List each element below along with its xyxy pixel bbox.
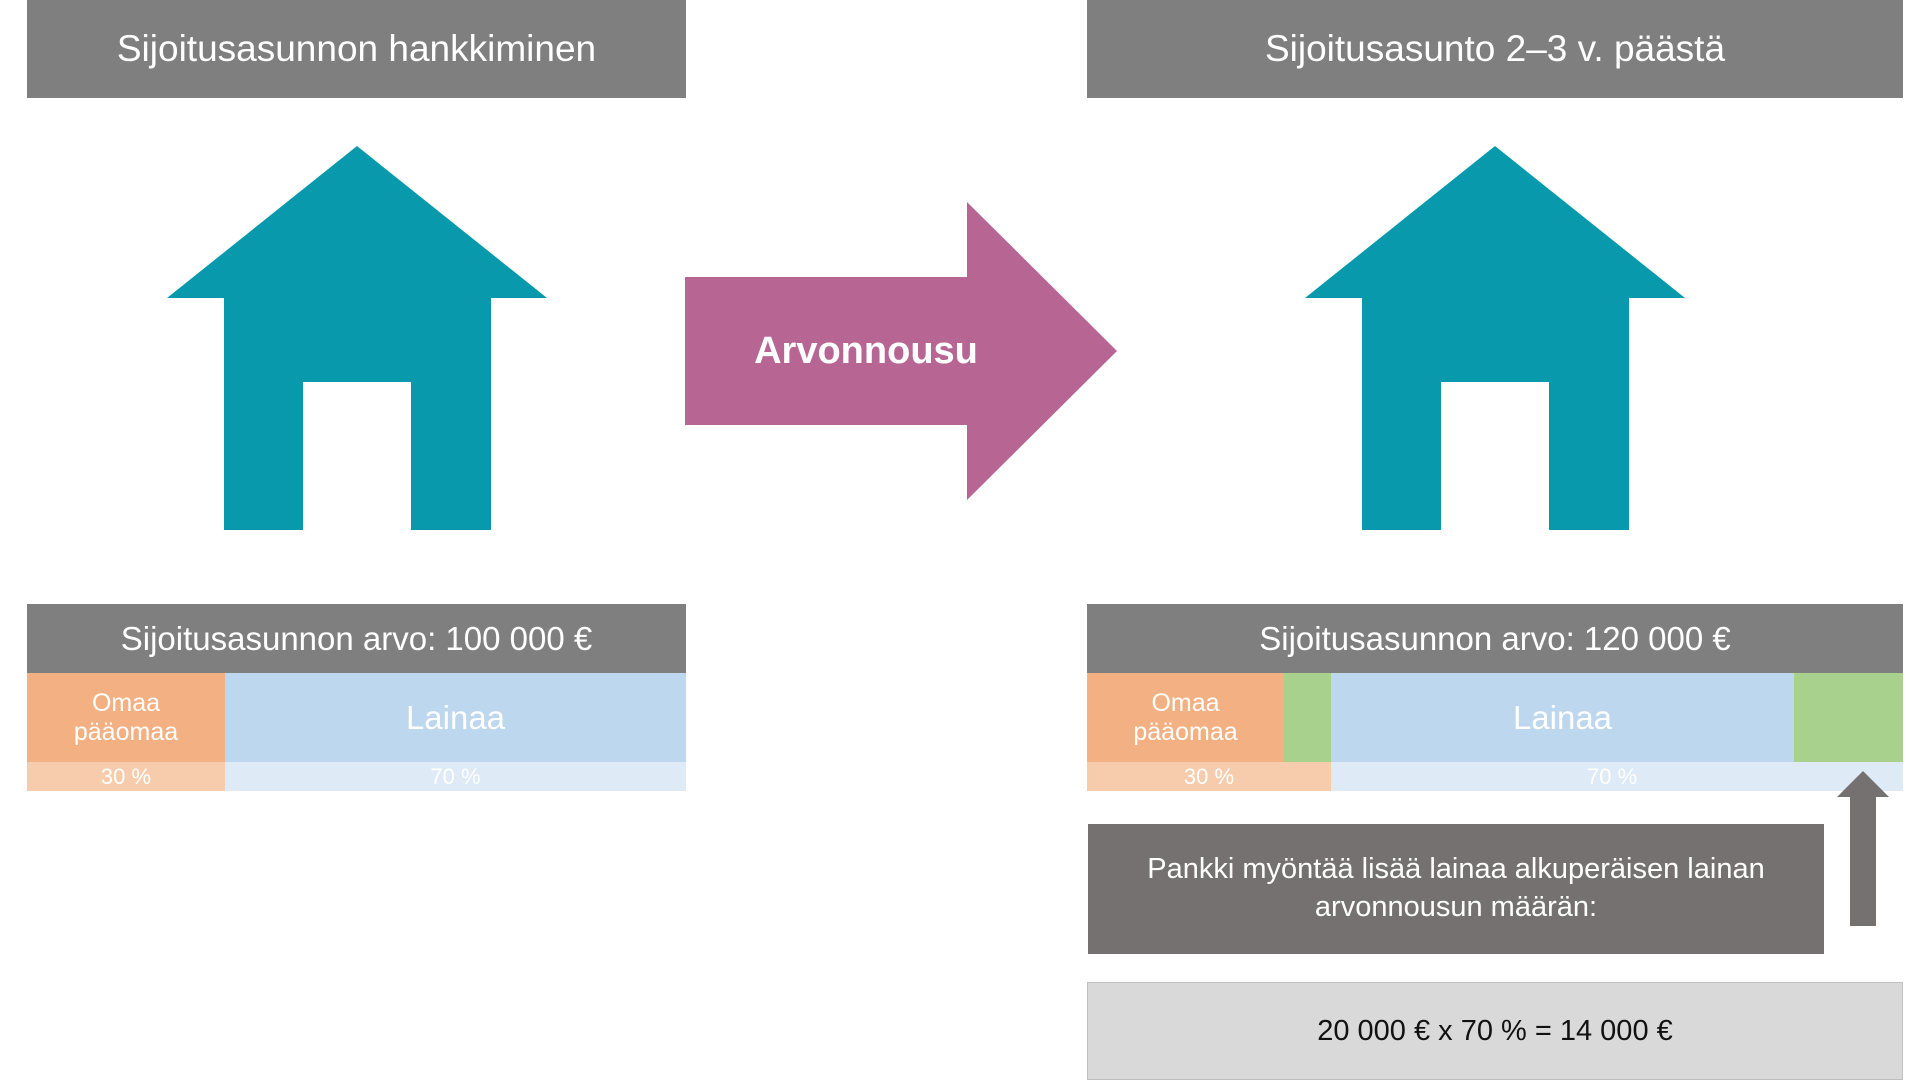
after-equity-percent: 30 % [1087,762,1331,791]
after-equity-segment: Omaa pääomaa [1087,673,1284,762]
before-title: Sijoitusasunnon hankkiminen [27,0,686,98]
house-after-icon [1305,146,1685,530]
house-before-icon [167,146,547,530]
loan-formula: 20 000 € x 70 % = 14 000 € [1087,982,1903,1080]
up-arrow-icon [1837,771,1889,926]
before-equity-segment: Omaa pääomaa [27,673,225,762]
after-equity-growth-segment [1284,673,1331,762]
before-loan-segment: Lainaa [225,673,686,762]
arrow-label: Arvonnousu [754,329,978,372]
bank-note: Pankki myöntää lisää lainaa alkuperäisen… [1088,824,1824,954]
after-loan-growth-segment [1794,673,1903,762]
after-value-label: Sijoitusasunnon arvo: 120 000 € [1087,604,1903,673]
after-loan-segment: Lainaa [1331,673,1794,762]
after-loan-percent: 70 % [1331,762,1903,791]
before-loan-percent: 70 % [225,762,686,791]
value-increase-arrow: Arvonnousu [685,202,1117,500]
before-equity-percent: 30 % [27,762,225,791]
before-value-label: Sijoitusasunnon arvo: 100 000 € [27,604,686,673]
after-title: Sijoitusasunto 2–3 v. päästä [1087,0,1903,98]
